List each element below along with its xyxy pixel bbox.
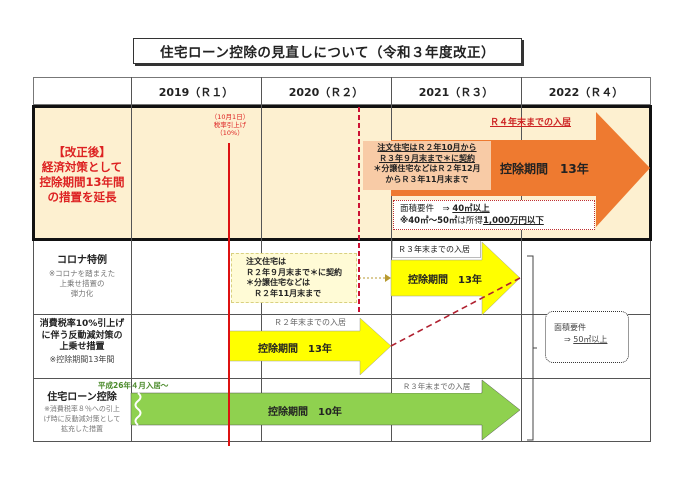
row-title-line: 消費税率10%引上げ [39, 319, 125, 329]
area-prefix: ⇒ [564, 335, 571, 344]
note-line: Ｒ３年９月末まで＊に契約 [379, 153, 475, 163]
row-subtitle: 拡充した措置 [61, 425, 103, 433]
column-header-2019: 2019（Ｒ１） [158, 85, 234, 99]
tax-label-line: 税率引上げ [213, 121, 247, 129]
diagonal-dashed-line [390, 277, 521, 347]
orange-arrow-caption: Ｒ４年末までの入居 [490, 118, 572, 128]
column-divider [521, 77, 522, 442]
note-connector-arrowhead-icon [385, 274, 391, 282]
orange-arrow [391, 112, 650, 227]
tax-label-line: （10月1日） [210, 113, 250, 121]
row-divider [33, 314, 651, 315]
note-line: Ｒ２年９月末まで＊に契約 [246, 267, 342, 277]
row-loan-deduction-label: 住宅ローン控除 ※消費税率８％への引上 げ時に反動減対策として 拡充した措置 [34, 391, 130, 434]
row-subtitle: 弾力化 [70, 289, 94, 298]
wavy-break-icon [134, 392, 142, 426]
loan-deduction-start-caption: 平成26年４月入居〜 [98, 381, 169, 390]
page-title: 住宅ローン控除の見直しについて（令和３年度改正） [133, 38, 522, 64]
note-line: ＊分譲住宅などはＲ２年12月 [373, 164, 481, 173]
area-prefix: ※40㎡〜50㎡ [400, 216, 458, 226]
label-line: の措置を延長 [47, 190, 117, 204]
area-line-1: 面積要件 [554, 323, 586, 332]
row-divider [33, 378, 651, 379]
row-title: コロナ特例 [57, 255, 107, 266]
row-corona-label: コロナ特例 ※コロナを踏まえた 上乗せ措置の 弾力化 [34, 255, 130, 299]
orange-arrow-label: 控除期間 13年 [500, 162, 589, 176]
lower-table-frame [33, 241, 651, 442]
column-header-2022: 2022（Ｒ４） [548, 85, 624, 99]
yellow-arrow-consumption-tax [228, 317, 392, 376]
consumption-tax-arrow-label: 控除期間 13年 [258, 344, 332, 355]
row-subtitle: ※消費税率８％への引上 [44, 405, 120, 413]
loan-deduction-arrow-caption: Ｒ３年末までの入居 [392, 381, 481, 393]
label-line: 【改正後】 [53, 145, 111, 159]
area-prefix: 面積要件 ⇒ [400, 204, 450, 214]
note-line: 注文住宅はＲ２年10月から [377, 143, 477, 152]
row-subtitle: げ時に反動減対策として [43, 415, 121, 423]
label-line: 控除期間13年間 [39, 175, 125, 189]
column-divider [131, 77, 132, 442]
tax-label-line: （10%） [216, 129, 244, 137]
row-title-line: に伴う反動減対策の [41, 330, 123, 341]
row-subtitle: ※控除期間13年間 [49, 354, 115, 364]
header-row [33, 77, 651, 105]
loan-deduction-arrow-label: 控除期間 10年 [268, 407, 342, 418]
row-title: 住宅ローン控除 [47, 392, 117, 403]
corona-arrow-label: 控除期間 13年 [408, 275, 482, 286]
area-line-2: ※40㎡〜50㎡は所得1,000万円以下 [400, 215, 588, 227]
row-title-line: 上乗せ措置 [59, 342, 105, 352]
row-subtitle: 上乗せ措置の [59, 279, 105, 288]
bracket-icon [527, 255, 537, 441]
column-header-2021: 2021（Ｒ３） [418, 85, 494, 99]
row-subtitle: ※コロナを踏まえた [48, 269, 116, 278]
income-limit-value: 1,000万円以下 [482, 216, 544, 226]
note-line: Ｒ２年11月末まで [246, 288, 322, 298]
column-divider [391, 77, 392, 442]
note-line: からＲ３年11月末まで [385, 174, 469, 184]
row-revised-label: 【改正後】 経済対策として 控除期間13年間 の措置を延長 [34, 145, 130, 205]
column-header-2020: 2020（Ｒ２） [288, 85, 364, 99]
area-value: 40㎡以上 [452, 204, 490, 214]
revised-contract-note: 注文住宅はＲ２年10月から Ｒ３年９月末まで＊に契約 ＊分譲住宅などはＲ２年12… [363, 141, 491, 190]
corona-contract-note: 注文住宅は Ｒ２年９月末まで＊に契約 ＊分譲住宅などは Ｒ２年11月末まで [231, 253, 357, 303]
revised-area-requirement: 面積要件 ⇒ 40㎡以上 ※40㎡〜50㎡は所得1,000万円以下 [393, 200, 595, 230]
area-mid: は所得 [457, 216, 483, 226]
label-line: 経済対策として [41, 160, 123, 174]
note-line: ＊分譲住宅などは [246, 278, 310, 287]
consumption-tax-arrow-caption: Ｒ２年末までの入居 [262, 316, 358, 330]
area-requirement-50: 面積要件 ⇒ 50㎡以上 [545, 311, 629, 363]
tax-increase-label: （10月1日） 税率引上げ （10%） [199, 113, 261, 137]
area-line-1: 面積要件 ⇒ 40㎡以上 [400, 203, 588, 215]
area-value: 50㎡以上 [573, 335, 608, 344]
corona-arrow-caption: Ｒ３年末までの入居 [392, 241, 481, 258]
row-consumption-tax-label: 消費税率10%引上げ に伴う反動減対策の 上乗せ措置 ※控除期間13年間 [34, 319, 130, 365]
note-line: 注文住宅は [246, 257, 286, 266]
yellow-arrow-corona [390, 241, 521, 316]
